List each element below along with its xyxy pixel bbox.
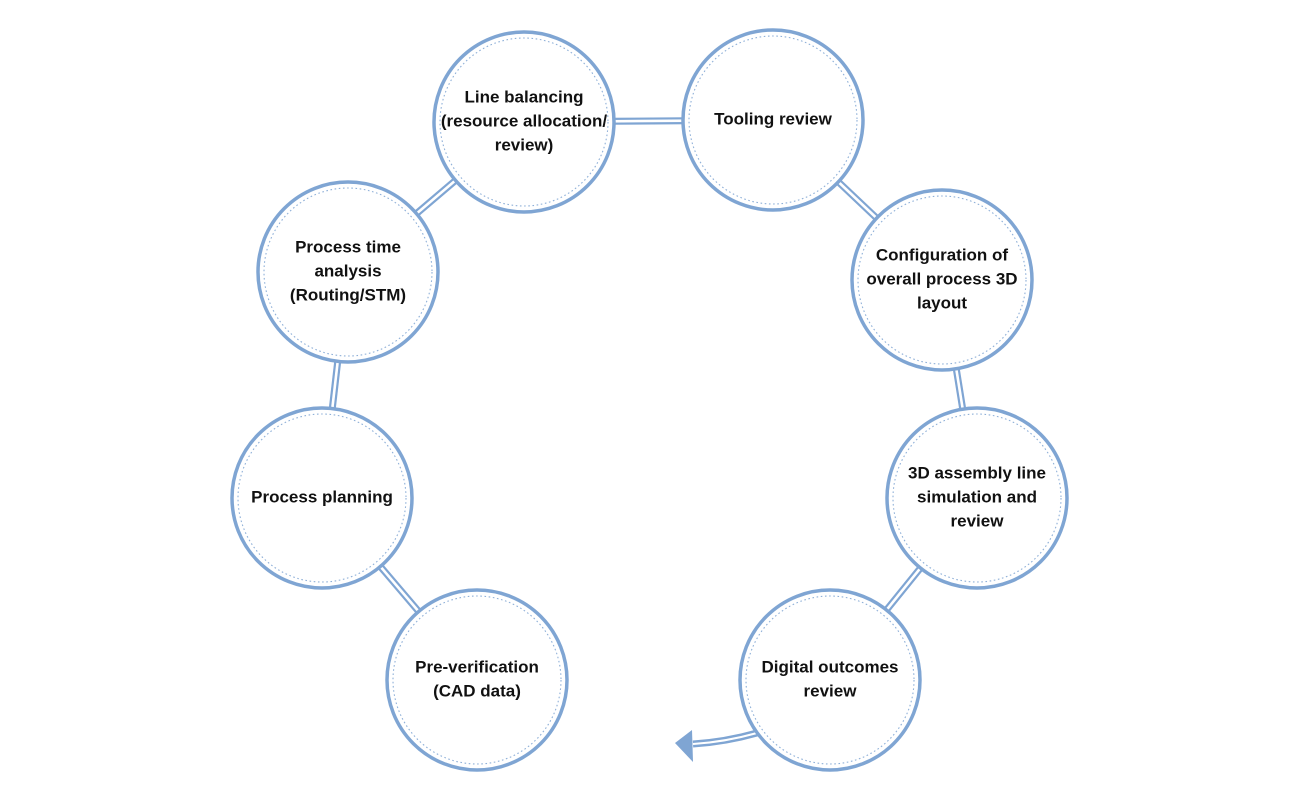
step-inner-dotted-ring: [392, 595, 562, 765]
step-ring: [256, 180, 440, 364]
step-nodes: Pre-verification (CAD data) Process planni…: [230, 28, 1069, 772]
step-inner-dotted-ring: [745, 595, 915, 765]
step-node-process-time-analysis: Process time analysis (Routing/STM): [256, 180, 440, 364]
step-label-line: simulation and: [917, 487, 1037, 506]
step-label-line: review: [804, 681, 858, 700]
step-inner-dotted-ring: [439, 37, 609, 207]
arrow-head-icon: [675, 730, 693, 762]
connector-line-balancing-to-tooling-review: [609, 117, 688, 125]
connector-assembly-line-simulation-to-digital-outcomes-review: [881, 562, 926, 616]
step-label-line: Digital outcomes: [762, 657, 899, 676]
step-node-configuration-layout: Configuration of overall process 3D layout: [850, 188, 1034, 372]
connector-process-time-analysis-to-line-balancing: [411, 175, 461, 219]
step-ring: [230, 406, 414, 590]
step-inner-dotted-ring: [857, 195, 1027, 365]
step-label-line: (Routing/STM): [290, 285, 406, 304]
step-label-line: Tooling review: [714, 109, 833, 128]
connectors: [328, 117, 967, 762]
step-node-tooling-review: Tooling review: [681, 28, 865, 212]
connector-tooling-review-to-configuration-layout: [833, 176, 882, 224]
step-ring: [681, 28, 865, 212]
step-node-assembly-line-simulation: 3D assembly line simulation and review: [885, 406, 1069, 590]
step-inner-dotted-ring: [892, 413, 1062, 583]
connector-configuration-layout-to-assembly-line-simulation: [952, 364, 967, 414]
step-node-pre-verification: Pre-verification (CAD data): [385, 588, 569, 772]
connector-pre-verification-to-process-planning: [375, 561, 424, 617]
step-label-line: overall process 3D: [866, 269, 1017, 288]
connector-process-planning-to-process-time-analysis: [328, 357, 342, 413]
step-label-line: Pre-verification: [415, 657, 539, 676]
step-label-line: Process planning: [251, 487, 393, 506]
step-inner-dotted-ring: [688, 35, 858, 205]
step-label-line: (CAD data): [433, 681, 521, 700]
step-label-line: Configuration of: [876, 245, 1009, 264]
step-ring: [385, 588, 569, 772]
cycle-arrow: [675, 729, 758, 762]
step-label-line: layout: [917, 293, 967, 312]
step-ring: [432, 30, 616, 214]
step-node-line-balancing: Line balancing (resource allocation/revie…: [432, 30, 616, 214]
step-ring: [738, 588, 922, 772]
step-inner-dotted-ring: [237, 413, 407, 583]
step-label-line: Line balancing: [464, 87, 583, 106]
step-label-line: analysis: [314, 261, 381, 280]
step-label-line: 3D assembly line: [908, 463, 1046, 482]
step-label-line: Process time: [295, 237, 401, 256]
step-ring: [850, 188, 1034, 372]
step-node-digital-outcomes-review: Digital outcomes review: [738, 588, 922, 772]
step-label-line: (resource allocation/: [441, 111, 608, 130]
step-label-line: review): [495, 135, 554, 154]
step-node-process-planning: Process planning: [230, 406, 414, 590]
step-label-line: review: [951, 511, 1005, 530]
step-inner-dotted-ring: [263, 187, 433, 357]
step-ring: [885, 406, 1069, 590]
